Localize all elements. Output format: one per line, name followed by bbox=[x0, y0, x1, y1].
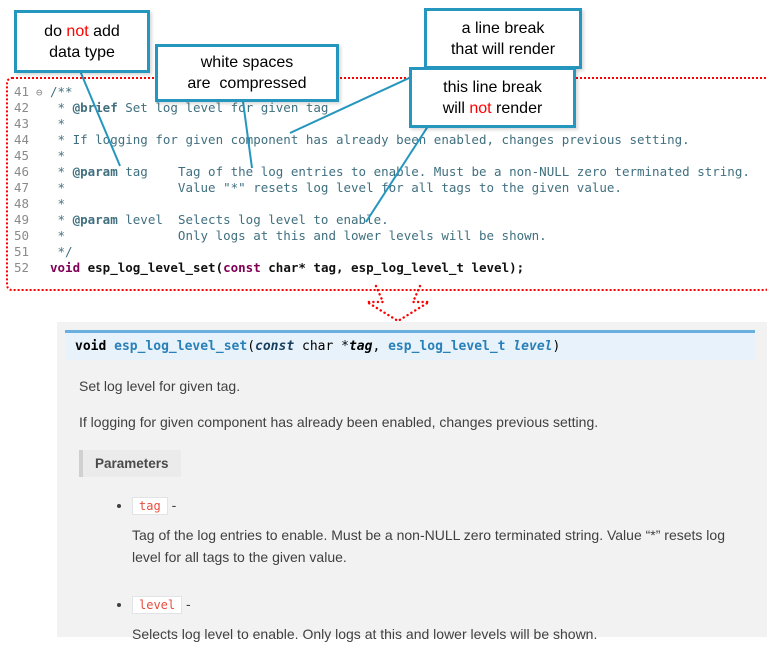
fold-gutter bbox=[36, 245, 50, 261]
callout-no-data-type: do not add data type bbox=[14, 10, 150, 73]
fold-gutter bbox=[36, 261, 50, 277]
rendered-docs-panel: void esp_log_level_set(const char *tag, … bbox=[57, 322, 767, 642]
callout-line-break-renders: a line break that will render bbox=[424, 8, 582, 69]
callout-line: that will render bbox=[450, 40, 556, 58]
code-line: 45 * bbox=[14, 148, 767, 164]
param-head: tag - bbox=[132, 495, 767, 516]
fold-marker-icon[interactable]: ⊖ bbox=[36, 86, 43, 99]
param-head: level - bbox=[132, 594, 767, 615]
line-number: 44 bbox=[14, 132, 30, 147]
callout-line: are compressed bbox=[187, 75, 307, 92]
line-number: 49 bbox=[14, 212, 30, 227]
param-item: level - Selects log level to enable. Only… bbox=[132, 594, 767, 645]
fold-gutter bbox=[36, 213, 50, 229]
code-line: 41 ⊖ /** bbox=[14, 84, 767, 100]
callout-line: white spaces bbox=[200, 54, 294, 71]
brief-text: Set log level for given tag. bbox=[79, 378, 241, 394]
line-number: 45 bbox=[14, 148, 30, 163]
fold-gutter bbox=[36, 181, 50, 197]
code-editor-snippet: 41⊖/**42 * @brief Set log level for give… bbox=[6, 77, 767, 291]
code-text: * @param level Selects log level to enab… bbox=[50, 212, 389, 227]
callout-whitespace-compressed: white spaces are compressed bbox=[155, 44, 339, 102]
code-line: 52 void esp_log_level_set(const char* ta… bbox=[14, 260, 767, 276]
callout-line: will not render bbox=[442, 99, 543, 117]
code-text: * bbox=[50, 116, 66, 131]
line-number: 41 bbox=[14, 84, 30, 99]
fold-gutter bbox=[36, 197, 50, 213]
line-number: 48 bbox=[14, 196, 30, 211]
code-text: * @brief Set log level for given tag bbox=[50, 100, 329, 115]
code-text: * @param tag Tag of the log entries to e… bbox=[50, 164, 750, 179]
fold-gutter bbox=[36, 229, 50, 245]
callout-line: a line break bbox=[461, 19, 545, 37]
code-line: 50 * Only logs at this and lower levels … bbox=[14, 228, 767, 244]
code-line: 46 * @param tag Tag of the log entries t… bbox=[14, 164, 767, 180]
code-line: 51 */ bbox=[14, 244, 767, 260]
code-text: /** bbox=[50, 84, 73, 99]
callout-line: data type bbox=[49, 43, 115, 61]
code-text: * Value "*" resets log level for all tag… bbox=[50, 180, 622, 195]
fold-gutter bbox=[36, 149, 50, 165]
code-text: * Only logs at this and lower levels wil… bbox=[50, 228, 547, 243]
param-name-chip: tag bbox=[132, 497, 168, 515]
code-lines: 41⊖/**42 * @brief Set log level for give… bbox=[14, 84, 767, 276]
parameters-label: Parameters bbox=[79, 450, 181, 477]
params-list: tag - Tag of the log entries to enable. M… bbox=[57, 495, 767, 645]
line-number: 50 bbox=[14, 228, 30, 243]
code-line: 48 * bbox=[14, 196, 767, 212]
param-name-chip: level bbox=[132, 596, 183, 614]
param-description: Tag of the log entries to enable. Must b… bbox=[132, 527, 725, 565]
callout-line: this line break bbox=[443, 78, 542, 96]
code-line: 49 * @param level Selects log level to e… bbox=[14, 212, 767, 228]
line-number: 47 bbox=[14, 180, 30, 195]
line-number: 42 bbox=[14, 100, 30, 115]
code-line: 47 * Value "*" resets log level for all … bbox=[14, 180, 767, 196]
down-arrow-icon bbox=[362, 284, 434, 323]
code-text: void esp_log_level_set(const char* tag, … bbox=[50, 260, 525, 275]
code-text: * If logging for given component has alr… bbox=[50, 132, 690, 147]
function-signature: void esp_log_level_set(const char *tag, … bbox=[65, 330, 755, 360]
fold-gutter bbox=[36, 165, 50, 181]
fold-gutter bbox=[36, 117, 50, 133]
line-number: 51 bbox=[14, 244, 30, 259]
callout-line-break-not-render: this line break will not render bbox=[409, 67, 576, 128]
code-line: 42 * @brief Set log level for given tag bbox=[14, 100, 767, 116]
fold-gutter bbox=[36, 101, 50, 117]
fold-gutter bbox=[36, 133, 50, 149]
code-text: * bbox=[50, 196, 66, 211]
code-line: 44 * If logging for given component has … bbox=[14, 132, 767, 148]
line-number: 43 bbox=[14, 116, 30, 131]
code-text: */ bbox=[50, 244, 73, 259]
code-line: 43 * bbox=[14, 116, 767, 132]
param-item: tag - Tag of the log entries to enable. M… bbox=[132, 495, 767, 568]
callout-line: do not add bbox=[44, 22, 120, 40]
line-number: 52 bbox=[14, 260, 30, 275]
param-description: Selects log level to enable. Only logs a… bbox=[132, 626, 598, 642]
code-text: * bbox=[50, 148, 66, 163]
line-number: 46 bbox=[14, 164, 30, 179]
detail-text: If logging for given component has alrea… bbox=[79, 414, 599, 430]
